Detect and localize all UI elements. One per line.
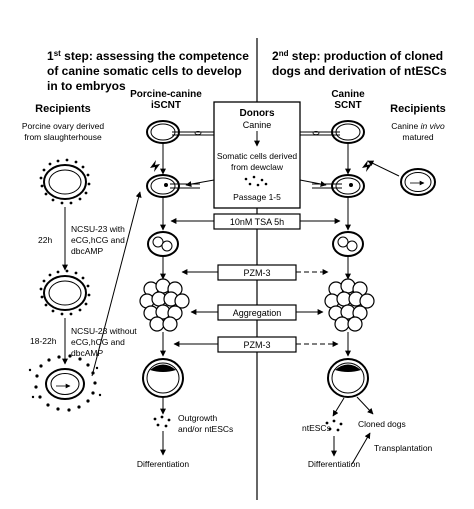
right-flow-5a [332,397,345,417]
donor-to-right-arrow [299,179,327,187]
right-ntescs: ntESCs [302,423,331,433]
culture1-line3: dbcAMP [71,246,103,256]
right-blastocyst [327,358,369,398]
step2-heading-line2: dogs and derivation of ntESCs [272,64,447,78]
right-recipients-desc1: Canine in vivo [391,121,445,131]
donors-subtitle: Canine [243,120,272,130]
tsa-label: 10nM TSA 5h [230,217,284,227]
step2-heading-line1: 2nd step: production of cloned [272,49,443,63]
culture1-line1: NCSU-23 with [71,224,125,234]
step1-heading-line1: 1st step: assessing the competence [47,49,249,63]
right-column-title1: Canine [331,89,365,100]
culture2-line3: dbcAMP [71,348,103,358]
left-outgrowth-dots [153,415,171,428]
porcine-oocyte-3-matured [28,354,102,412]
donors-title: Donors [240,108,275,119]
right-column-title2: SCNT [334,100,361,111]
donors-desc2: from dewclaw [231,162,284,172]
right-morula-cluster [324,278,375,332]
right-fusion-bolt-icon [362,160,372,172]
right-differentiation: Differentiation [308,459,361,469]
porcine-oocyte-2 [39,269,91,316]
aggregation-label: Aggregation [233,308,282,318]
pzm3-label-2: PZM-3 [244,340,271,350]
donors-passage: Passage 1-5 [233,192,281,202]
left-column-title2: iSCNT [151,100,181,111]
left-column-title1: Porcine-canine [130,89,202,100]
right-2cell-embryo [332,231,364,257]
right-recipients-desc2: matured [402,132,433,142]
left-enucleated-oocyte [146,120,214,144]
left-fusion-bolt-icon [150,160,160,172]
left-recipients-title: Recipients [35,103,91,115]
donor-to-left-arrow [185,179,215,188]
donors-box [213,101,301,209]
right-recipient-oocyte [400,168,436,196]
left-outgrowth-line2: and/or ntESCs [178,424,233,434]
pzm3-label-1: PZM-3 [244,268,271,278]
right-recipient-arrow [367,160,400,177]
left-blastocyst [142,358,184,398]
left-injection-oocyte [146,160,200,198]
right-cloned-dogs: Cloned dogs [358,419,406,429]
right-flow-5b [356,396,374,415]
right-recipients-title: Recipients [390,103,446,115]
left-differentiation: Differentiation [137,459,190,469]
donors-desc1: Somatic cells derived [217,151,298,161]
left-2cell-embryo [147,231,179,257]
right-enucleated-oocyte [300,120,365,144]
right-injection-oocyte [312,160,372,198]
culture1-time: 22h [38,235,52,245]
left-morula-cluster [139,278,190,332]
culture2-line2: eCG,hCG and [71,337,125,347]
left-recipients-desc2: from slaughterhouse [24,132,102,142]
porcine-oocyte-1 [39,158,91,205]
left-recipients-desc1: Porcine ovary derived [22,121,104,131]
transplantation-arrow [351,432,371,465]
right-transplantation: Transplantation [374,443,433,453]
step1-heading-line3: in to embryos [47,79,126,93]
recipient-to-left-column-arrow [91,191,142,377]
left-outgrowth-line1: Outgrowth [178,413,217,423]
culture2-time: 18-22h [30,336,57,346]
right-ntescs-dots [325,419,343,432]
culture1-line2: eCG,hCG and [71,235,125,245]
somatic-cells-dots [244,175,268,187]
step1-heading-line2: of canine somatic cells to develop [47,64,242,78]
